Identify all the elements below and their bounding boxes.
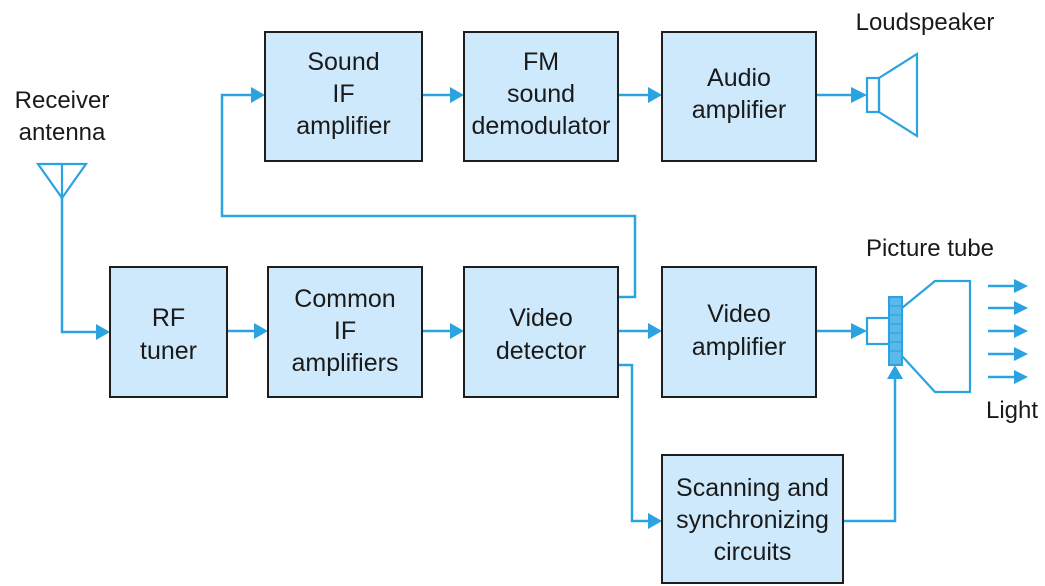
scanning-label-2: synchronizing (676, 506, 829, 534)
wire-detector-to-sound-if (220, 93, 637, 299)
scanning-label-3: circuits (714, 538, 792, 566)
arrowhead-detector-in (450, 323, 464, 339)
antenna-label-2: antenna (19, 119, 106, 146)
fm-demod-label-3: demodulator (472, 112, 611, 140)
arrowhead-sound-if-in (251, 87, 265, 103)
rf-tuner-label-2: tuner (140, 337, 197, 365)
arrowhead-tube-grid-in (887, 365, 903, 379)
tube-grid (888, 296, 903, 366)
block-scanning-synchronizing: Scanning and synchronizing circuits (661, 454, 844, 584)
block-audio-amplifier: Audio amplifier (661, 31, 817, 162)
sound-if-label-2: IF (332, 80, 354, 108)
wire-detector-to-scanning (618, 363, 650, 523)
video-amplifier-label-2: amplifier (692, 333, 786, 361)
arrowhead-rf-in (96, 324, 110, 340)
fm-demod-label-2: sound (507, 80, 575, 108)
common-if-label-2: IF (334, 317, 356, 345)
light-arrows (988, 279, 1028, 384)
antenna-label: Receiver antenna (15, 87, 110, 146)
wire-antenna-to-rf (60, 198, 98, 334)
audio-amplifier-label-2: amplifier (692, 96, 786, 124)
audio-amplifier-label-1: Audio (707, 64, 771, 92)
arrowhead-video-amp-in (648, 323, 662, 339)
scanning-label-1: Scanning and (676, 474, 829, 502)
arrowhead-speaker-in (851, 87, 867, 103)
block-video-amplifier: Video amplifier (661, 266, 817, 398)
arrowhead-fm-in (450, 87, 464, 103)
block-fm-sound-demodulator: FM sound demodulator (463, 31, 619, 162)
rf-tuner-label-1: RF (152, 304, 185, 332)
loudspeaker-icon (865, 52, 919, 138)
video-detector-label-2: detector (496, 337, 586, 365)
light-label: Light (986, 397, 1038, 424)
signal-wires (60, 93, 897, 523)
arrowhead-audio-amp-in (648, 87, 662, 103)
picture-tube-icon (865, 279, 972, 394)
fm-demod-label-1: FM (523, 48, 559, 76)
common-if-label-1: Common (294, 285, 395, 313)
sound-if-label-3: amplifier (296, 112, 390, 140)
antenna-icon (35, 162, 89, 200)
block-video-detector: Video detector (463, 266, 619, 398)
common-if-label-3: amplifiers (292, 349, 399, 377)
loudspeaker-label: Loudspeaker (856, 9, 995, 36)
video-amplifier-label-1: Video (707, 300, 771, 328)
arrowheads (96, 87, 903, 529)
wire-scanning-to-tube (843, 377, 897, 523)
antenna-label-1: Receiver (15, 87, 110, 114)
arrowhead-tube-in (851, 323, 867, 339)
video-detector-label-1: Video (509, 304, 573, 332)
block-rf-tuner: RF tuner (109, 266, 228, 398)
arrowhead-scanning-in (648, 513, 662, 529)
arrowhead-common-if-in (254, 323, 268, 339)
sound-if-label-1: Sound (307, 48, 379, 76)
picture-tube-label: Picture tube (866, 235, 994, 262)
